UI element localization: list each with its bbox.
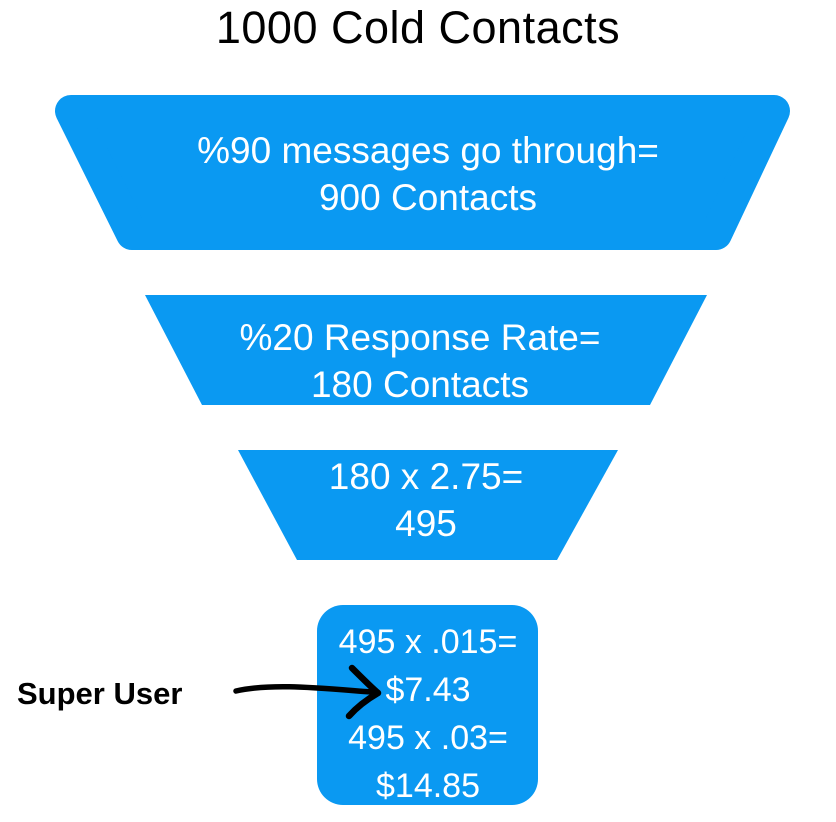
tier-1-line-1: %90 messages go through= — [197, 130, 659, 171]
result-line-1: 495 x .015= — [338, 623, 518, 661]
funnel-tier-3-label: 180 x 2.75= 495 — [329, 453, 523, 547]
funnel-tier-2-label: %20 Response Rate= 180 Contacts — [240, 314, 601, 408]
result-line-2: $7.43 — [385, 671, 471, 709]
tier-3-line-2: 495 — [395, 503, 457, 544]
result-box-label: 495 x .015= $7.43 495 x .03= $14.85 — [339, 618, 518, 810]
result-box-shape — [317, 605, 538, 805]
tier-2-line-1: %20 Response Rate= — [239, 317, 601, 358]
funnel-tier-2-shape — [145, 295, 707, 405]
funnel-tier-1-label: %90 messages go through= 900 Contacts — [197, 127, 659, 221]
tier-1-line-2: 900 Contacts — [318, 177, 538, 218]
result-line-3: 495 x .03= — [348, 719, 508, 757]
funnel-tier-1-shape — [55, 95, 790, 250]
page-title: 1000 Cold Contacts — [215, 2, 621, 53]
tier-3-line-1: 180 x 2.75= — [328, 456, 524, 497]
funnel-tier-3-shape — [238, 450, 618, 560]
tier-2-line-2: 180 Contacts — [310, 364, 530, 405]
hand-drawn-arrow-right-icon — [233, 664, 382, 720]
super-user-label: Super User — [17, 676, 183, 711]
result-line-4: $14.85 — [376, 767, 480, 805]
